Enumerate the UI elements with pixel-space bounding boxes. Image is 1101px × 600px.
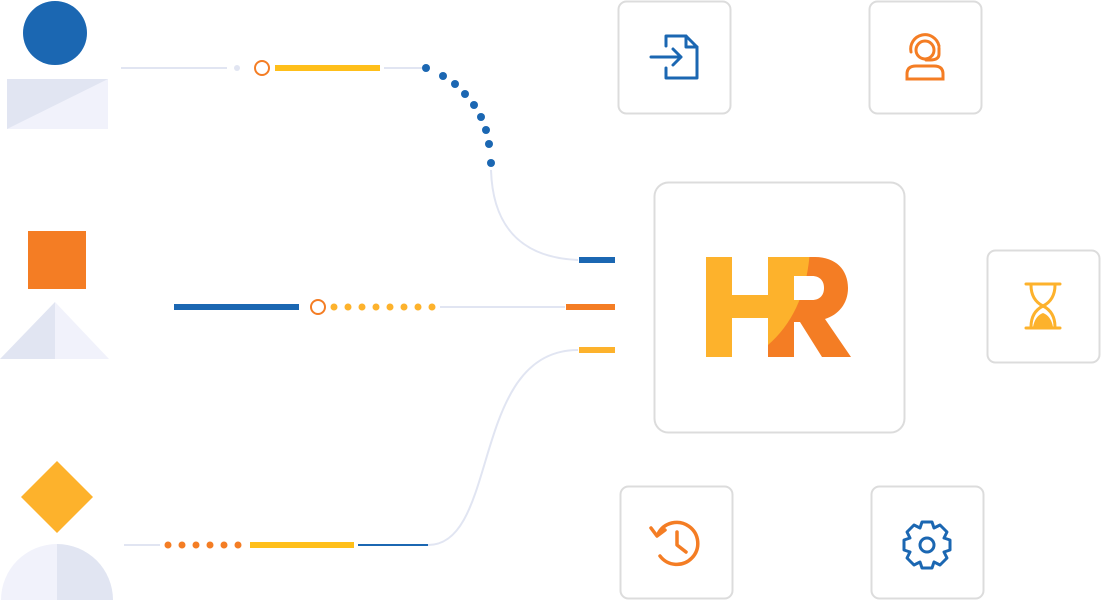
tile-support-agent[interactable]: [868, 0, 983, 115]
hr-logo-tile[interactable]: [653, 181, 906, 434]
history-icon: [649, 520, 700, 567]
hourglass-icon: [1024, 282, 1062, 330]
person-diamond: [1, 461, 113, 600]
connector-bottom: [124, 347, 615, 549]
person-circle: [7, 1, 108, 129]
person-body-shade: [7, 79, 108, 129]
support-agent-icon: [905, 33, 945, 81]
tile-settings[interactable]: [870, 485, 985, 600]
person-head-square: [28, 231, 86, 289]
person-body-triangle-left: [0, 302, 55, 359]
person-head-circle: [23, 1, 87, 65]
person-body-triangle-right: [55, 302, 109, 359]
person-body-semicircle-right: [57, 544, 113, 600]
person-head-diamond: [21, 461, 93, 533]
tile-history[interactable]: [619, 485, 734, 600]
person-square: [0, 231, 109, 359]
tile-hourglass[interactable]: [986, 249, 1101, 364]
file-import-icon: [649, 34, 699, 80]
connector-middle: [174, 299, 615, 315]
person-body-semicircle-left: [1, 544, 57, 600]
connector-top: [121, 60, 615, 263]
gear-icon: [902, 520, 952, 570]
hr-logo: [706, 257, 851, 357]
tile-file-import[interactable]: [617, 0, 732, 115]
